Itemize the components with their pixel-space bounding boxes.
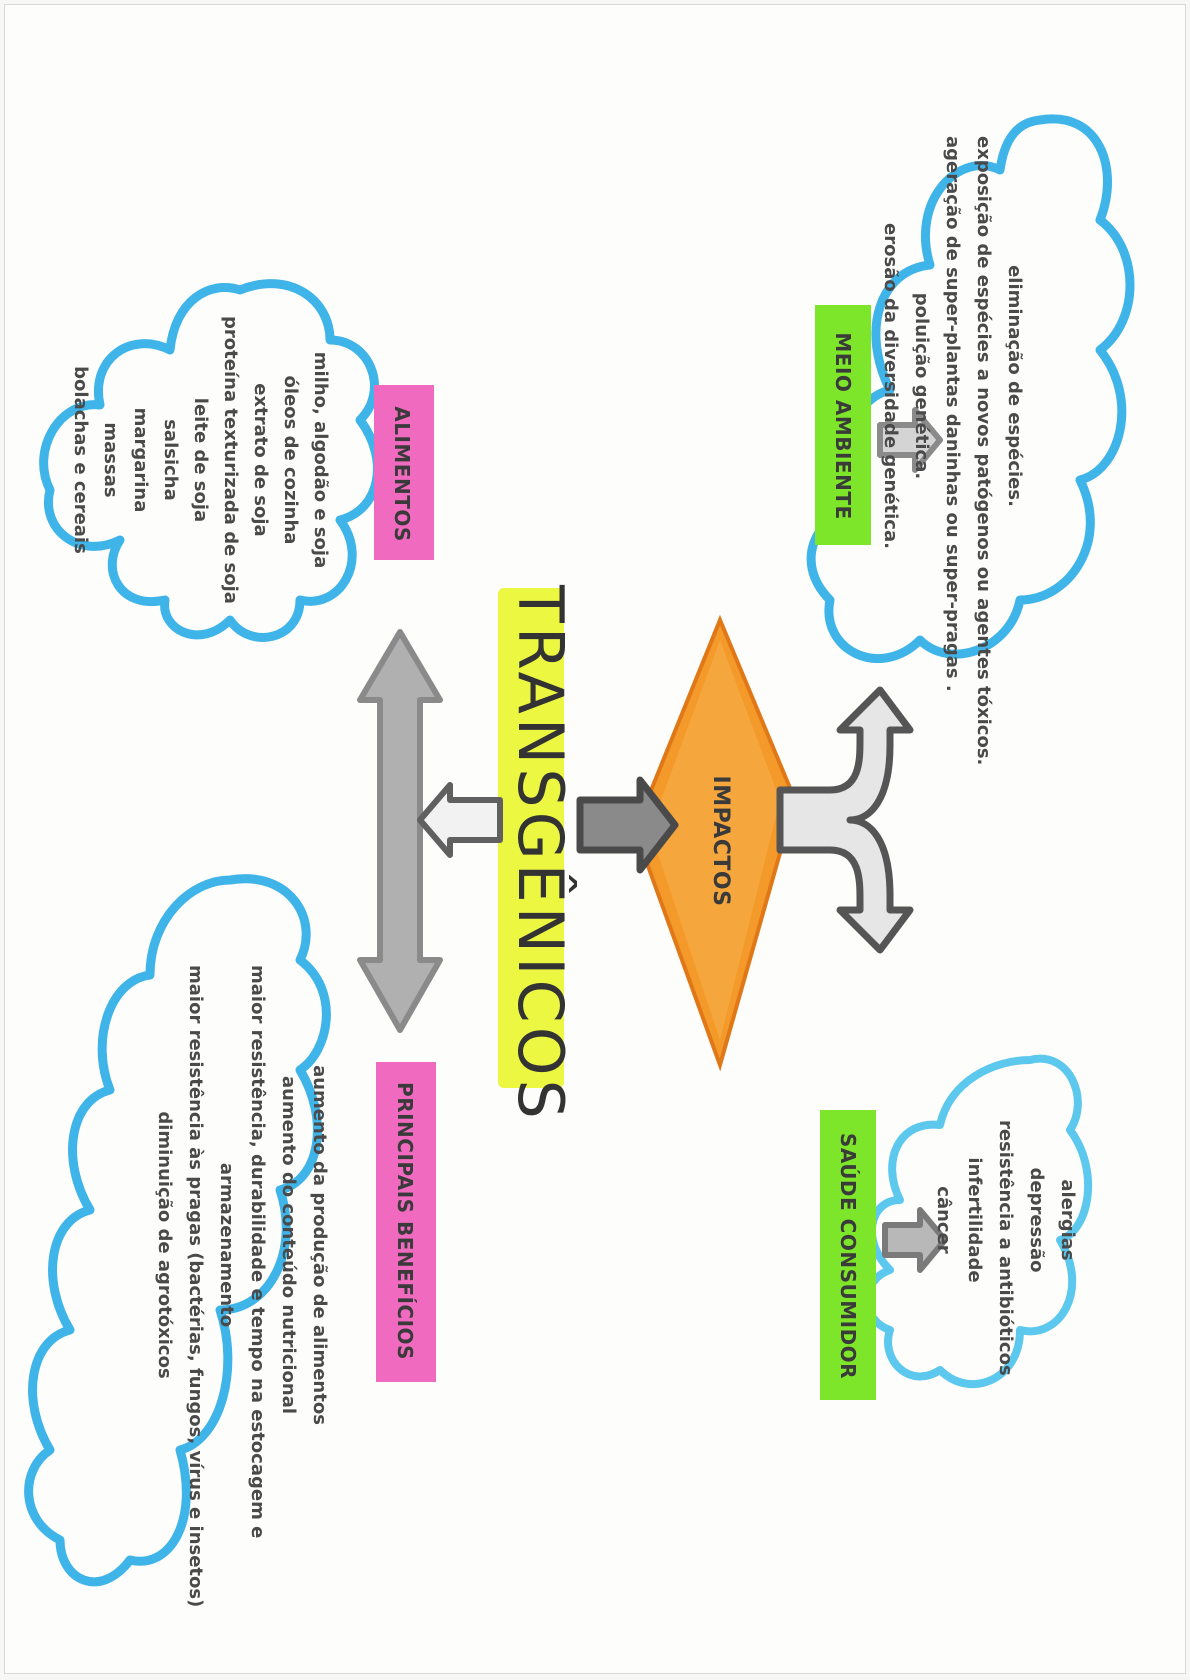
impactos-to-title-arrow [576,776,679,874]
beneficios-label: PRINCIPAIS BENEFÍCIOS [393,1082,417,1360]
alimentos-highlight [374,385,434,560]
saude-item: resistência a antibióticos [995,1120,1016,1376]
alimentos-list: milho, algodão e soja óleos de cozinha e… [55,310,335,610]
beneficios-item: armazenamento [216,1162,237,1328]
title-highlight [498,588,564,1088]
saude-consumidor-label: SAÚDE CONSUMIDOR [836,1132,860,1380]
title: TRANSGÊNICOS [504,585,577,1123]
alimentos-cloud [39,279,382,642]
alimentos-item: leite de soja [190,397,211,523]
saude-consumidor-list: alergias depressão resistência a antibió… [923,1120,1083,1376]
saude-item: alergias [1057,1179,1078,1261]
saude-consumidor-arrow [882,1207,948,1273]
meio-ambiente-highlight [815,305,871,545]
meio-ambiente-item: eliminação de espécies. [1004,265,1025,507]
meio-ambiente-item: ageração de super-plantas daninhas ou su… [942,136,963,692]
meio-ambiente-list: eliminação de espécies. exposição de esp… [870,136,1030,766]
meio-ambiente-cloud [806,114,1135,663]
meio-ambiente-item: poluição genética. [911,292,932,480]
title-to-left-arrow [417,782,503,858]
beneficios-item: maior resistência, durabilidade e tempo … [247,965,268,1539]
alimentos-item: bolachas e cereais [70,366,91,554]
meio-ambiente-item: erosão da diversidade genética. [880,223,901,549]
alimentos-item: proteína texturizada de soja [220,316,241,604]
alimentos-item: margarina [130,407,151,513]
saude-consumidor-highlight [820,1110,876,1400]
saude-item: infertilidade [964,1157,985,1283]
beneficios-highlight [376,1062,436,1382]
meio-ambiente-item: exposição de espécies a novos patógenos … [973,136,994,766]
beneficios-list: aumento da produção de alimentos aumento… [145,965,335,1608]
beneficios-item: diminuição de agrotóxicos [154,1111,175,1379]
forked-arrow [776,686,914,954]
beneficios-item: aumento da produção de alimentos [309,1065,330,1425]
meio-ambiente-arrow [877,407,943,473]
double-arrow [357,629,443,1033]
alimentos-item: salsicha [160,419,181,501]
beneficios-item: aumento do conteúdo nutricional [278,1075,299,1415]
saude-consumidor-cloud [863,1054,1093,1389]
alimentos-item: óleos de cozinha [280,375,301,545]
beneficios-cloud [24,874,331,1587]
impactos-diamond-shading [650,640,780,1040]
saude-item: câncer [933,1186,954,1254]
impactos-label: IMPACTOS [708,775,733,907]
alimentos-item: milho, algodão e soja [310,351,331,569]
alimentos-item: massas [100,422,121,498]
beneficios-item: maior resistência às pragas (bactérias, … [185,965,206,1608]
meio-ambiente-label: MEIO AMBIENTE [831,332,855,520]
alimentos-label: ALIMENTOS [390,406,414,542]
saude-item: depressão [1026,1167,1047,1273]
alimentos-item: extrato de soja [250,383,271,537]
